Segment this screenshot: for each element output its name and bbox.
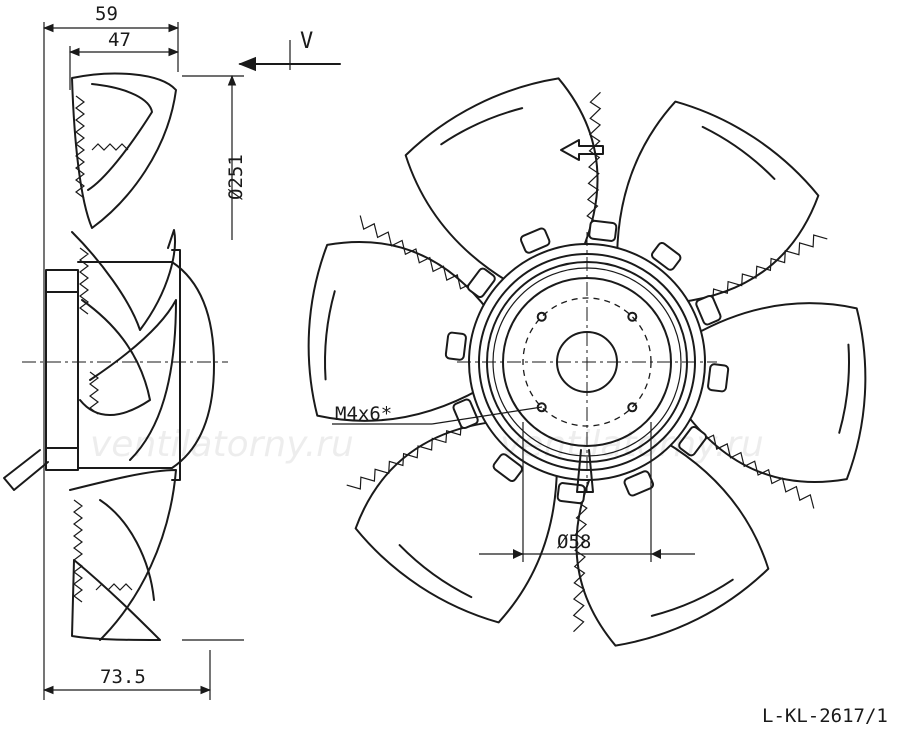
dim-hub-depth: 73.5 [100, 666, 146, 688]
mounting-bolt-hole [536, 311, 547, 322]
blade-serration [702, 434, 815, 509]
motor-housing [77, 261, 215, 469]
cable [3, 449, 49, 491]
hub-lug [492, 453, 523, 483]
blade-tip-slot [701, 125, 776, 180]
blade-tip-slot [650, 578, 734, 617]
hub-lug [651, 241, 682, 271]
fan-blade [307, 241, 491, 422]
hub-lug [444, 331, 467, 361]
dim-bolt-circle: Ø58 [557, 531, 591, 553]
hub-lugs [444, 219, 730, 505]
rotation-arrow [560, 139, 604, 161]
blade-tip-slot [838, 343, 850, 434]
thread-callout: M4x6* [335, 403, 392, 425]
drawing-code: L-KL-2617/1 [762, 705, 888, 727]
blade-serration [346, 423, 462, 490]
hub-lug [466, 267, 496, 298]
blade-tip-slot [324, 290, 336, 381]
hub-lug [519, 227, 551, 254]
dim-overall-depth: 59 [95, 3, 118, 25]
blade-tip-slot [398, 544, 473, 599]
side-serration [75, 95, 85, 199]
blade-serration [586, 91, 602, 223]
motor-flange [45, 269, 79, 471]
blade-serration [359, 215, 472, 290]
blade-serration [712, 234, 828, 301]
hub-lug [588, 219, 618, 242]
watermark-left: ventilatorny.ru [90, 424, 354, 465]
front-view: Ø58 M4x6* [307, 77, 867, 647]
hub-lug [556, 482, 586, 505]
hub-lug [707, 363, 730, 393]
mounting-bolt-hole [627, 402, 638, 413]
hub-lug [452, 398, 479, 430]
mounting-bolt-hole [627, 311, 638, 322]
hub-lug [695, 294, 722, 326]
airflow-label: V [300, 29, 313, 54]
hub-lug [678, 426, 708, 457]
side-view: 59 47 73.5 Ø251 V [3, 3, 341, 700]
dim-blade-depth: 47 [108, 29, 131, 51]
blade-tip-slot [440, 107, 524, 146]
dim-diameter: Ø251 [225, 154, 247, 200]
blade-serration [572, 501, 588, 633]
watermark-right: ventilatorny.ru [500, 424, 764, 465]
